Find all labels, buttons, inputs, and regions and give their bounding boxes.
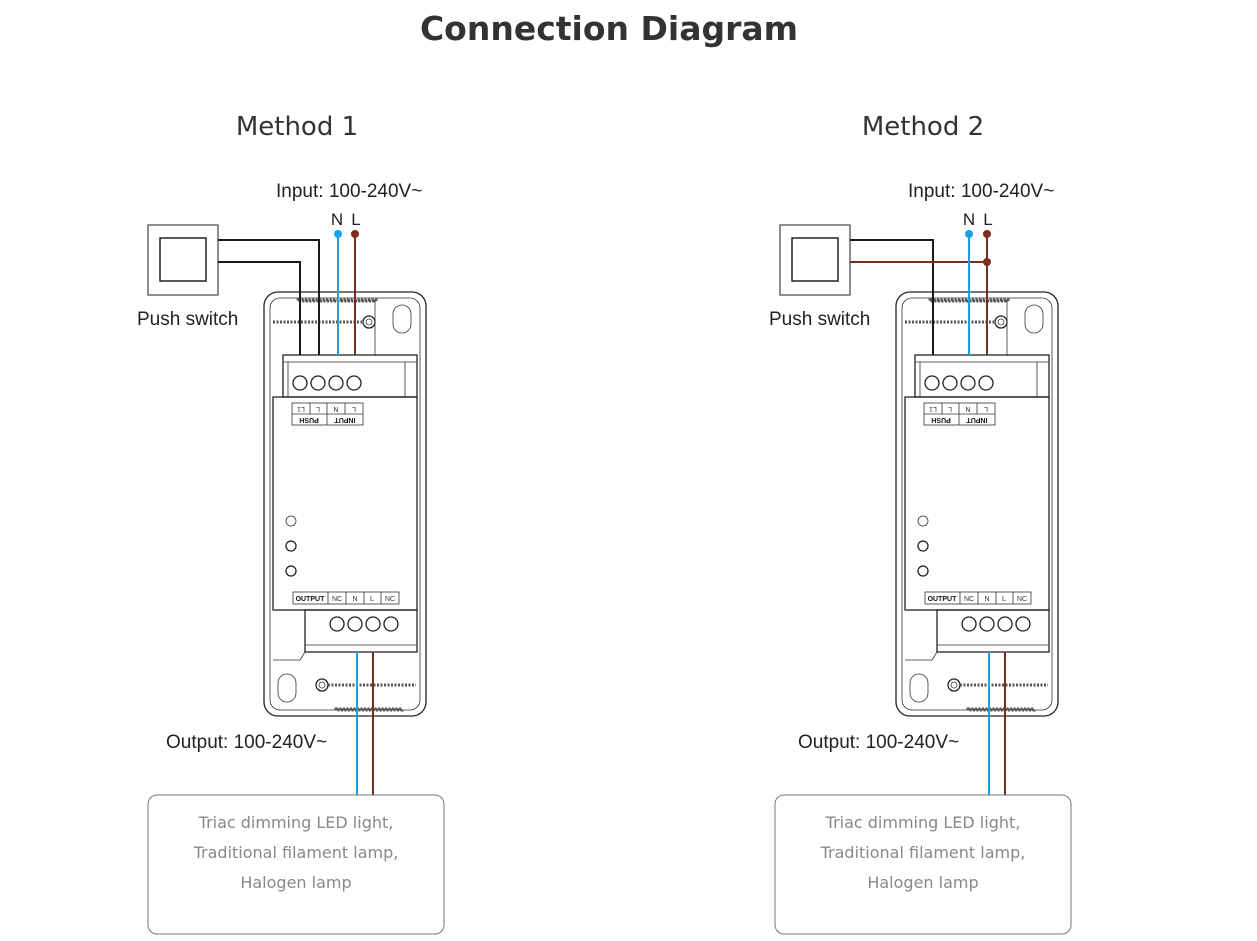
load-line: Traditional filament lamp, <box>820 843 1026 862</box>
method-heading: Method 1 <box>236 112 358 142</box>
svg-text:NC: NC <box>964 596 974 603</box>
top-terminal-labels: L1 L N L PUSH INPUT <box>297 405 356 423</box>
load-line: Halogen lamp <box>867 873 978 892</box>
input-label: Input: 100-240V~ <box>276 181 422 202</box>
push-switch-icon <box>779 224 851 296</box>
input-label: Input: 100-240V~ <box>908 181 1054 202</box>
live-terminal-dot <box>351 230 359 238</box>
svg-text:NC: NC <box>1017 596 1027 603</box>
svg-text:L: L <box>1002 596 1006 603</box>
svg-text:NC: NC <box>385 596 395 603</box>
dimmer-device-icon <box>263 291 427 717</box>
svg-text:INPUT: INPUT <box>334 416 356 423</box>
neutral-label: N <box>331 210 343 229</box>
output-terminal-labels: OUTPUT NC N L NC <box>928 596 1027 603</box>
neutral-label: N <box>963 210 975 229</box>
svg-text:L: L <box>984 405 988 412</box>
method-2-panel: Method 2 Input: 100-240V~ N L Push switc… <box>769 112 1072 935</box>
svg-text:L: L <box>948 405 952 412</box>
svg-text:N: N <box>352 596 357 603</box>
switch-wire-1 <box>850 239 934 355</box>
live-terminal-dot <box>983 230 991 238</box>
svg-text:NC: NC <box>332 596 342 603</box>
dimmer-device-icon <box>895 291 1059 717</box>
output-terminal-labels: OUTPUT NC N L NC <box>296 596 395 603</box>
neutral-terminal-dot <box>334 230 342 238</box>
top-terminal-labels: L1 L N L PUSH INPUT <box>929 405 988 423</box>
load-line: Traditional filament lamp, <box>193 843 399 862</box>
load-line: Triac dimming LED light, <box>825 813 1021 832</box>
live-label: L <box>983 210 992 229</box>
output-label: Output: 100-240V~ <box>166 732 327 753</box>
svg-text:L: L <box>352 405 356 412</box>
push-switch-label: Push switch <box>769 309 870 330</box>
svg-text:INPUT: INPUT <box>966 416 988 423</box>
live-label: L <box>351 210 360 229</box>
svg-text:L1: L1 <box>929 405 937 412</box>
method-1-panel: Method 1 Input: 100-240V~ N L Push switc… <box>137 112 445 935</box>
svg-text:PUSH: PUSH <box>931 416 950 423</box>
push-switch-label: Push switch <box>137 309 238 330</box>
svg-text:PUSH: PUSH <box>299 416 318 423</box>
push-switch-icon <box>147 224 219 296</box>
svg-text:OUTPUT: OUTPUT <box>296 596 326 603</box>
load-line: Triac dimming LED light, <box>198 813 394 832</box>
svg-text:L: L <box>316 405 320 412</box>
svg-text:L1: L1 <box>297 405 305 412</box>
switch-wire-1 <box>218 239 320 355</box>
svg-text:N: N <box>984 596 989 603</box>
load-box: Triac dimming LED light, Traditional fil… <box>774 794 1072 935</box>
load-box: Triac dimming LED light, Traditional fil… <box>147 794 445 935</box>
svg-text:N: N <box>333 405 338 412</box>
neutral-terminal-dot <box>965 230 973 238</box>
output-label: Output: 100-240V~ <box>798 732 959 753</box>
switch-wire-2 <box>218 261 301 355</box>
load-line: Halogen lamp <box>240 873 351 892</box>
page-title: Connection Diagram <box>420 9 798 48</box>
method-heading: Method 2 <box>862 112 984 142</box>
svg-text:OUTPUT: OUTPUT <box>928 596 958 603</box>
svg-text:L: L <box>370 596 374 603</box>
svg-text:N: N <box>965 405 970 412</box>
